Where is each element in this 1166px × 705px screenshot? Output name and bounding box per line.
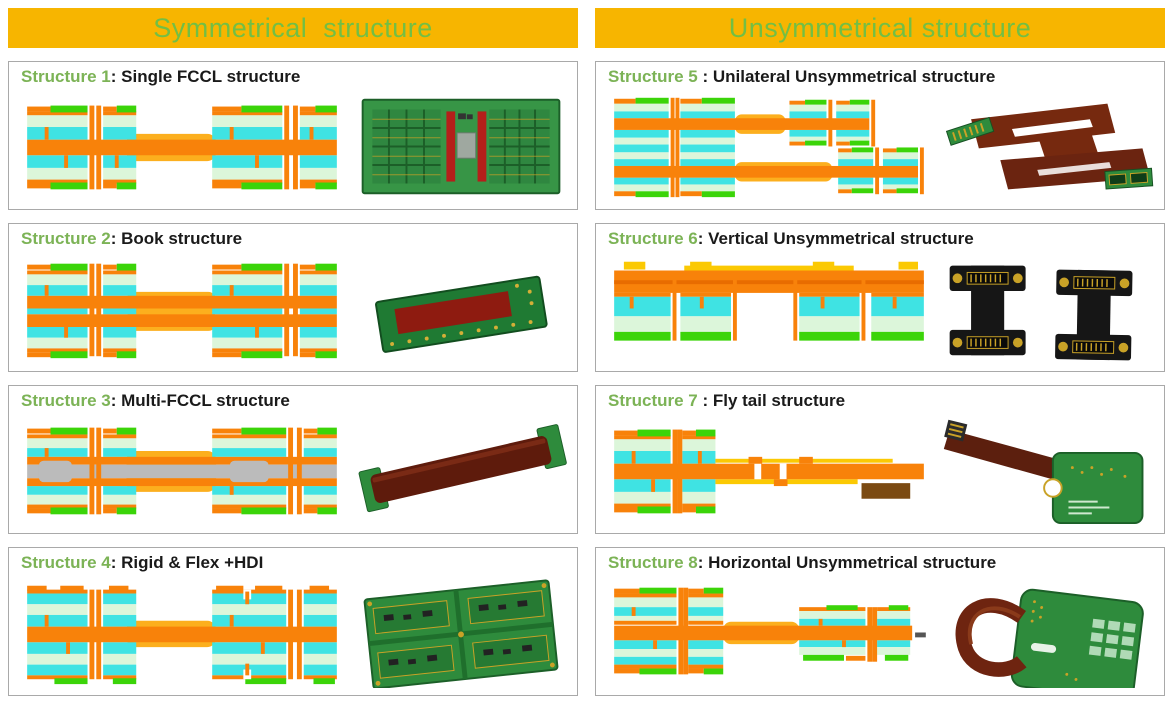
structure-7-label: Structure 7 [608, 391, 698, 410]
structure-1-title: Structure 1: Single FCCL structure [21, 67, 569, 87]
structure-4-stackup-diagram [27, 585, 337, 685]
unsymmetrical-header: Unsymmetrical structure [595, 8, 1165, 48]
structure-5-label: Structure 5 [608, 67, 698, 86]
structure-3-title: Structure 3: Multi-FCCL structure [21, 391, 569, 411]
structure-2-photo [375, 275, 548, 353]
structure-6-photo [949, 265, 1133, 361]
structure-7-title: Structure 7 : Fly tail structure [608, 391, 1156, 411]
structure-4-name: : Rigid & Flex +HDI [110, 553, 264, 572]
structure-8-stackup-diagram [614, 587, 926, 675]
structure-8-name: : Horizontal Unsymmetrical structure [697, 553, 997, 572]
symmetrical-header-label: Symmetrical structure [153, 12, 433, 43]
unsymmetrical-column: Unsymmetrical structure Structure 5 : Un… [595, 8, 1165, 696]
structure-4-title: Structure 4: Rigid & Flex +HDI [21, 553, 569, 573]
structure-5-stackup-diagram [614, 97, 924, 198]
symmetrical-header: Symmetrical structure [8, 8, 578, 48]
structure-8-title: Structure 8: Horizontal Unsymmetrical st… [608, 553, 1156, 573]
structure-3-panel: Structure 3: Multi-FCCL structure [8, 385, 578, 534]
structure-2-name: : Book structure [110, 229, 243, 248]
structure-6-title: Structure 6: Vertical Unsymmetrical stru… [608, 229, 1156, 249]
structure-2-stackup-diagram [27, 263, 337, 359]
structure-8-panel: Structure 8: Horizontal Unsymmetrical st… [595, 547, 1165, 696]
structure-6-panel: Structure 6: Vertical Unsymmetrical stru… [595, 223, 1165, 372]
structure-6-label: Structure 6 [608, 229, 698, 248]
structure-1-name: : Single FCCL structure [110, 67, 301, 86]
structure-4-label: Structure 4 [21, 553, 111, 572]
structure-6-name: : Vertical Unsymmetrical structure [697, 229, 974, 248]
structure-2-panel: Structure 2: Book structure [8, 223, 578, 372]
structure-1-photo [361, 98, 561, 195]
structure-4-body [17, 573, 569, 691]
structure-3-stackup-diagram [27, 427, 337, 515]
structure-5-photo [945, 103, 1154, 190]
structure-1-stackup-diagram [27, 105, 337, 190]
unsymmetrical-header-label: Unsymmetrical structure [728, 12, 1032, 43]
structure-8-body [604, 573, 1156, 691]
structure-1-panel: Structure 1: Single FCCL structure [8, 61, 578, 210]
structure-6-body [604, 249, 1156, 367]
structure-5-title: Structure 5 : Unilateral Unsymmetrical s… [608, 67, 1156, 87]
structure-5-panel: Structure 5 : Unilateral Unsymmetrical s… [595, 61, 1165, 210]
structure-3-name: : Multi-FCCL structure [110, 391, 290, 410]
structure-8-photo [955, 588, 1144, 688]
structure-2-label: Structure 2 [21, 229, 111, 248]
structure-6-stackup-diagram [614, 261, 924, 341]
structure-7-body [604, 411, 1156, 529]
structure-7-photo [943, 419, 1144, 525]
structure-8-label: Structure 8 [608, 553, 698, 572]
structure-7-name: : Fly tail structure [697, 391, 846, 410]
structure-4-photo [363, 579, 559, 688]
structure-3-photo [358, 424, 567, 513]
structure-7-panel: Structure 7 : Fly tail structure [595, 385, 1165, 534]
structure-1-body [17, 87, 569, 205]
structure-1-label: Structure 1 [21, 67, 111, 86]
structure-3-body [17, 411, 569, 529]
structure-5-body [604, 87, 1156, 205]
structure-3-label: Structure 3 [21, 391, 111, 410]
structure-7-stackup-diagram [614, 429, 924, 514]
structure-2-title: Structure 2: Book structure [21, 229, 569, 249]
two-column-layout: Symmetrical structure Structure 1: Singl… [8, 8, 1166, 696]
structure-2-body [17, 249, 569, 367]
symmetrical-column: Symmetrical structure Structure 1: Singl… [8, 8, 578, 696]
structure-4-panel: Structure 4: Rigid & Flex +HDI [8, 547, 578, 696]
structure-5-name: : Unilateral Unsymmetrical structure [697, 67, 996, 86]
